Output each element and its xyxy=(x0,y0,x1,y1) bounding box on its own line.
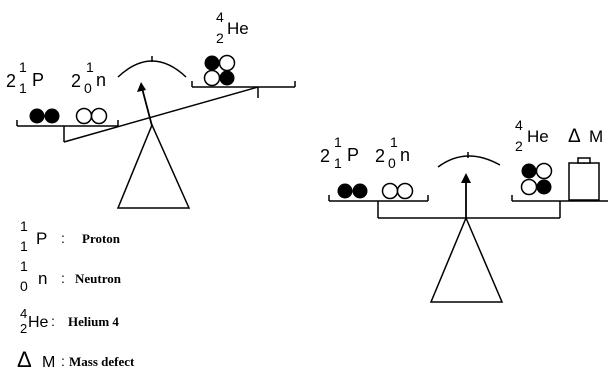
label-mass-number: 4 xyxy=(216,9,224,25)
neutron-particle xyxy=(381,182,399,200)
legend-symbol: He xyxy=(28,314,49,331)
right-balance-left-pan xyxy=(328,195,429,218)
label-symbol: n xyxy=(400,145,410,165)
label-mass-number: 1 xyxy=(19,59,27,75)
label-symbol: P xyxy=(32,70,44,90)
neutron-particle xyxy=(520,178,538,196)
legend-atomic-number: 0 xyxy=(20,278,28,294)
label-symbol: P xyxy=(347,145,359,165)
proton-particle xyxy=(204,55,220,71)
left-balance-left-pan xyxy=(16,120,119,142)
proton-particle xyxy=(44,108,60,124)
legend-item-neutron: 1 0 n : Neutron xyxy=(20,258,122,294)
label-symbol: He xyxy=(227,19,249,38)
delta-symbol: Δ xyxy=(568,126,581,147)
label-mass-number: 1 xyxy=(86,59,94,75)
right-balance-helium-nucleus xyxy=(520,162,553,196)
left-label-proton: 2 1 1 P xyxy=(6,59,44,96)
right-balance-dial-arc xyxy=(437,155,501,168)
left-balance: 2 1 1 P 2 1 0 n 4 2 He xyxy=(6,9,296,209)
left-label-helium: 4 2 He xyxy=(216,9,249,46)
proton-particle xyxy=(352,183,368,199)
left-balance-helium-nucleus xyxy=(203,54,236,87)
label-count: 2 xyxy=(320,146,330,166)
label-symbol: n xyxy=(96,70,106,90)
neutron-particle xyxy=(203,69,221,87)
label-mass-number: 4 xyxy=(515,117,523,133)
legend-symbol: M xyxy=(42,354,55,371)
mass-defect-block xyxy=(568,157,600,201)
right-label-mass-defect: Δ M xyxy=(568,126,603,147)
label-atomic-number: 1 xyxy=(19,80,27,96)
legend-mass-number: 4 xyxy=(20,306,27,321)
label-mass-number: 1 xyxy=(390,134,398,150)
proton-particle xyxy=(536,179,552,195)
mass-label: M xyxy=(589,127,603,146)
neutron-particle xyxy=(396,182,414,200)
legend-text: Neutron xyxy=(75,271,122,286)
legend-separator: : xyxy=(61,230,65,246)
label-atomic-number: 0 xyxy=(84,80,92,96)
legend-delta-symbol: Δ xyxy=(17,347,32,372)
right-balance-right-pan xyxy=(511,195,608,218)
left-label-neutron: 2 1 0 n xyxy=(71,59,106,96)
label-count: 2 xyxy=(71,71,81,91)
legend-item-mass-defect: Δ M : Mass defect xyxy=(17,347,135,372)
left-balance-needle-arrowhead xyxy=(137,82,146,92)
legend-separator: : xyxy=(51,313,55,329)
neutron-particle xyxy=(75,107,93,125)
legend-symbol: P xyxy=(36,229,47,248)
proton-particle xyxy=(219,70,235,86)
neutron-particle xyxy=(90,107,108,125)
right-balance-neutrons xyxy=(381,182,414,200)
proton-particle xyxy=(521,163,537,179)
right-balance-protons xyxy=(337,183,368,199)
label-symbol: He xyxy=(527,127,549,146)
right-balance: 2 1 1 P 2 1 0 n 4 2 He Δ M xyxy=(320,117,608,303)
legend-symbol: n xyxy=(38,269,47,288)
label-count: 2 xyxy=(6,71,16,91)
label-mass-number: 1 xyxy=(334,134,342,150)
left-balance-dial-arc xyxy=(117,60,187,78)
label-count: 2 xyxy=(375,146,385,166)
legend-separator: : xyxy=(61,353,65,369)
label-atomic-number: 2 xyxy=(216,30,224,46)
left-balance-protons xyxy=(29,108,60,124)
legend-text: Helium 4 xyxy=(68,314,119,329)
legend-item-proton: 1 1 P : Proton xyxy=(20,218,121,254)
right-balance-needle-arrowhead xyxy=(461,173,471,183)
label-atomic-number: 2 xyxy=(515,138,523,154)
label-atomic-number: 0 xyxy=(388,155,396,171)
legend-text: Proton xyxy=(82,231,121,246)
left-balance-beam xyxy=(63,86,259,143)
left-balance-neutrons xyxy=(75,107,108,125)
legend-atomic-number: 2 xyxy=(20,321,27,336)
neutron-particle xyxy=(535,162,553,180)
neutron-particle xyxy=(218,54,236,72)
label-atomic-number: 1 xyxy=(334,155,342,171)
legend-text: Mass defect xyxy=(69,354,135,369)
legend-separator: : xyxy=(61,270,65,286)
legend-mass-number: 1 xyxy=(20,258,28,274)
legend-mass-number: 1 xyxy=(20,218,28,234)
left-balance-fulcrum xyxy=(116,123,191,209)
right-label-proton: 2 1 1 P xyxy=(320,134,359,171)
left-balance-needle xyxy=(141,87,153,127)
legend: 1 1 P : Proton 1 0 n : Neutron 4 2 He : … xyxy=(17,218,135,372)
proton-particle xyxy=(29,108,45,124)
right-label-neutron: 2 1 0 n xyxy=(375,134,410,171)
legend-item-helium: 4 2 He : Helium 4 xyxy=(20,306,119,336)
left-balance-right-pan xyxy=(191,81,296,98)
right-label-helium: 4 2 He xyxy=(515,117,549,154)
proton-particle xyxy=(337,183,353,199)
legend-atomic-number: 1 xyxy=(20,238,28,254)
right-balance-fulcrum xyxy=(429,216,504,303)
